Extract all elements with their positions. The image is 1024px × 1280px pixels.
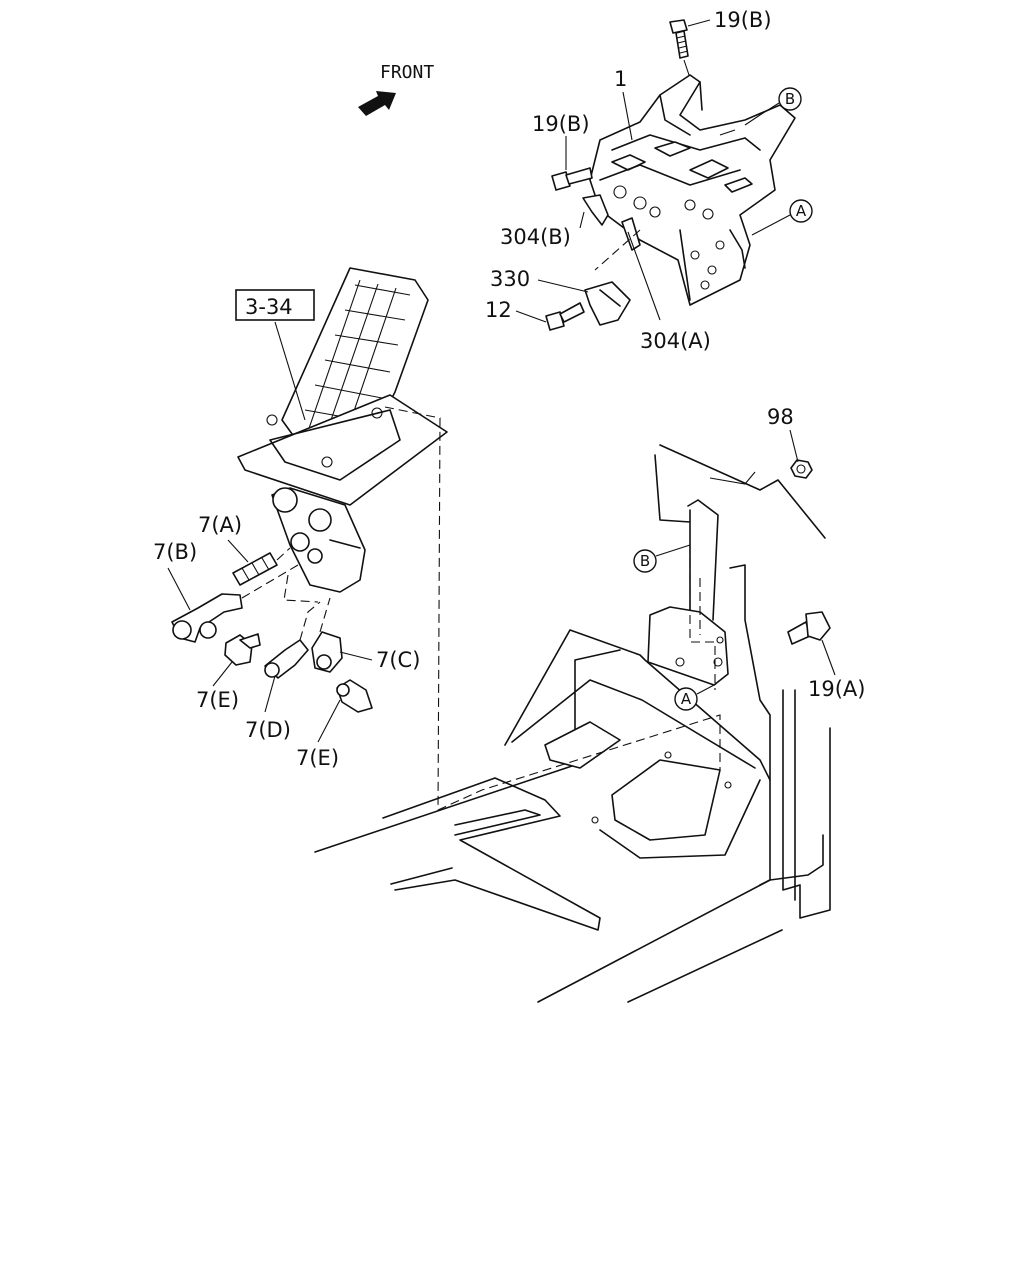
sensor-330 bbox=[584, 281, 631, 326]
callout-304b: 304(B) bbox=[500, 225, 571, 249]
svg-text:A: A bbox=[796, 202, 807, 220]
callout-19a: 19(A) bbox=[808, 677, 865, 701]
cab-floor bbox=[314, 444, 831, 1003]
callout-19b-top: 19(B) bbox=[714, 8, 772, 32]
nut-98 bbox=[790, 459, 813, 479]
fitting-7e-bottom bbox=[336, 679, 373, 713]
callout-330: 330 bbox=[490, 267, 530, 291]
reference-mark-a-bracket: A bbox=[751, 199, 813, 236]
front-indicator: FRONT bbox=[358, 62, 434, 116]
callout-7e-left: 7(E) bbox=[196, 688, 239, 712]
front-label: FRONT bbox=[380, 62, 434, 83]
fitting-7b bbox=[171, 593, 243, 643]
brake-valve-body bbox=[271, 487, 366, 593]
fitting-7a bbox=[232, 552, 278, 586]
bolt-12 bbox=[545, 302, 585, 331]
callout-12: 12 bbox=[485, 298, 512, 322]
callout-304a: 304(A) bbox=[640, 329, 711, 353]
bracket-1 bbox=[589, 74, 796, 306]
fitting-7d bbox=[264, 639, 309, 679]
callout-1: 1 bbox=[614, 67, 627, 91]
bolt-19b-left bbox=[551, 167, 593, 191]
callout-7a: 7(A) bbox=[198, 513, 242, 537]
callout-19b-left: 19(B) bbox=[532, 112, 590, 136]
callout-7e-bottom: 7(E) bbox=[296, 746, 339, 770]
bolt-19b-top bbox=[669, 19, 689, 59]
svg-text:B: B bbox=[785, 90, 795, 108]
fitting-7c bbox=[311, 631, 343, 673]
front-arrow-icon bbox=[358, 91, 396, 116]
bracket-assembly bbox=[545, 19, 796, 331]
callout-7b: 7(B) bbox=[153, 540, 197, 564]
svg-text:A: A bbox=[681, 690, 692, 708]
reference-mark-a-floor: A bbox=[674, 683, 717, 711]
clip-304b bbox=[582, 194, 609, 226]
reference-mark-b-floor: B bbox=[633, 544, 691, 573]
fitting-7e-left bbox=[224, 633, 261, 666]
callout-3-34: 3-34 bbox=[245, 295, 293, 319]
bolt-19a bbox=[787, 611, 831, 645]
callout-7c: 7(C) bbox=[376, 648, 420, 672]
reference-mark-b-bracket: B bbox=[744, 87, 802, 126]
callout-labels: 3-34 1 19(B) 19(B) 304(B) 330 12 304(A) … bbox=[153, 8, 865, 770]
callout-7d: 7(D) bbox=[245, 718, 291, 742]
pedal-assembly bbox=[237, 267, 448, 593]
callout-98: 98 bbox=[767, 405, 794, 429]
pedal-ref-box bbox=[235, 289, 315, 321]
svg-text:B: B bbox=[640, 552, 650, 570]
